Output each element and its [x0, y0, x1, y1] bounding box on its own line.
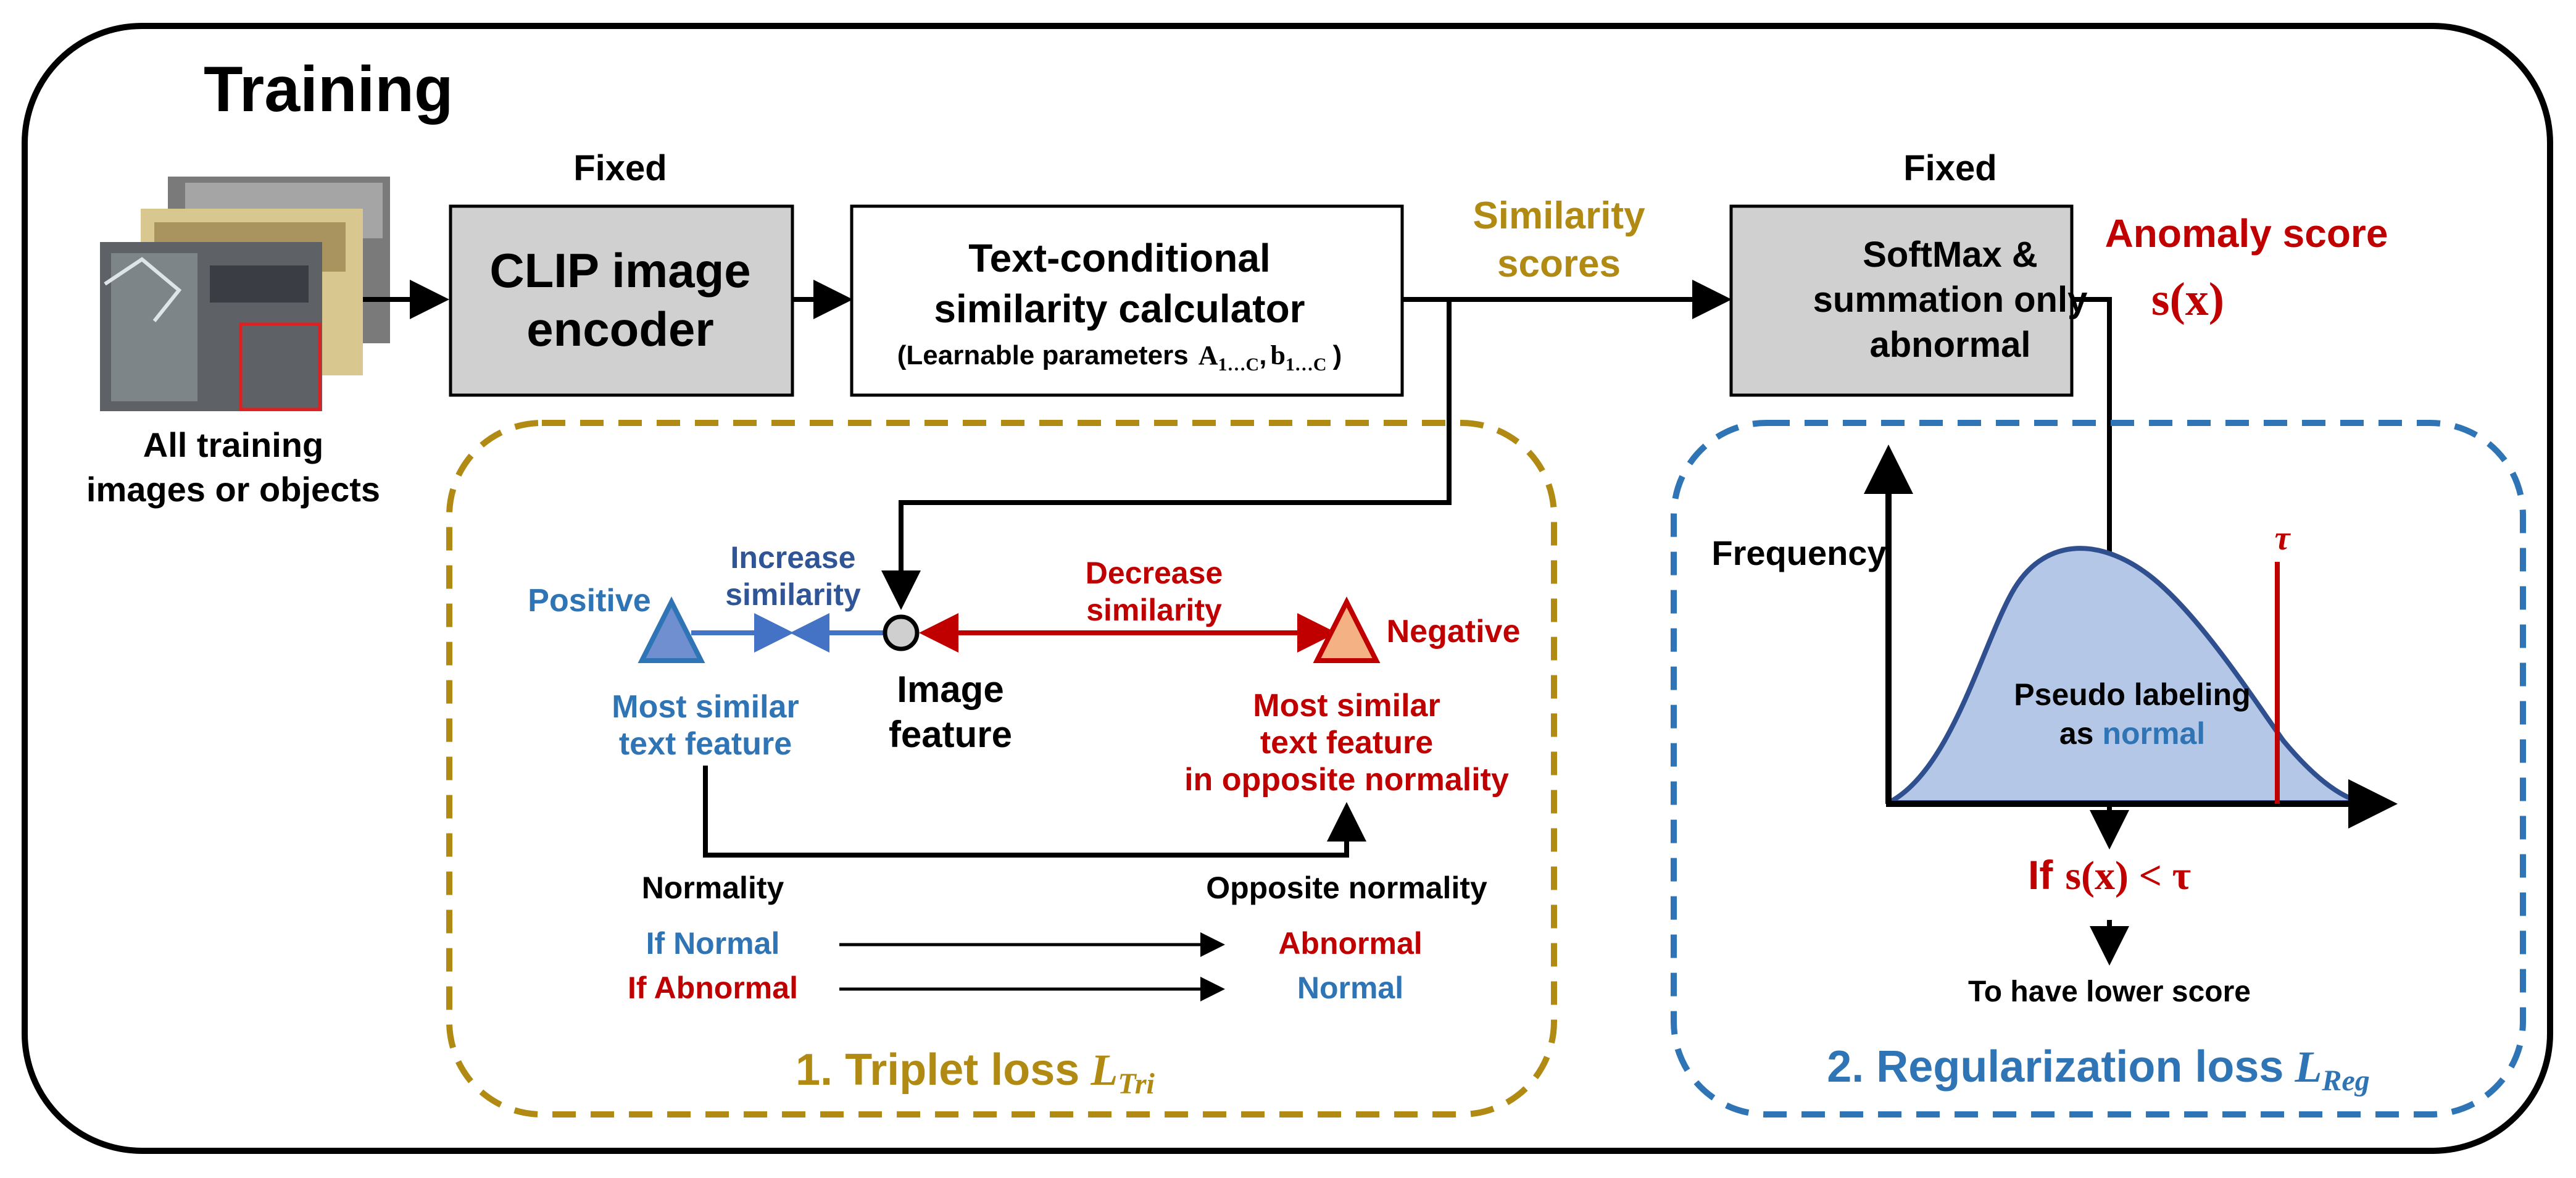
frequency-axis-label: Frequency: [1711, 533, 1886, 572]
similarity-scores-line2: scores: [1497, 243, 1621, 285]
training-images-stack: [100, 177, 390, 411]
diagram-title: Training: [204, 54, 453, 125]
decrease-similarity-line2: similarity: [1086, 593, 1222, 627]
softmax-label-line2: summation only: [1813, 280, 2088, 320]
increase-similarity-line2: similarity: [725, 577, 861, 612]
softmax-label-line1: SoftMax &: [1863, 235, 2038, 275]
softmax-summation-box: [1729, 204, 2074, 397]
input-label-line2: images or objects: [86, 470, 380, 509]
clip-image-encoder-box: [449, 204, 794, 397]
negative-text-feature-triangle: [1313, 596, 1381, 663]
pseudo-labeling-line1: Pseudo labeling: [2014, 677, 2250, 712]
row1-from: If Normal: [646, 926, 780, 961]
normality-header: Normality: [642, 871, 784, 905]
similarity-calculator-box: [850, 204, 1404, 397]
negative-label: Negative: [1387, 614, 1521, 650]
negative-desc-line1: Most similar: [1253, 688, 1440, 724]
tau-label: τ: [2275, 519, 2291, 558]
negative-desc-line2: text feature: [1260, 725, 1433, 761]
arrow-softmax-to-distribution: [2072, 297, 2129, 680]
calculator-label-line2: similarity calculator: [934, 286, 1305, 331]
row2-from: If Abnormal: [628, 971, 798, 1005]
clip-label-line2: encoder: [526, 302, 713, 356]
object-bounding-box: [239, 322, 322, 411]
similarity-scores-line1: Similarity: [1473, 194, 1645, 237]
calculator-label-line1: Text-conditional: [968, 236, 1270, 280]
score-distribution-curve: [1887, 546, 2370, 805]
normality-mapping-arrow: [703, 766, 1366, 858]
softmax-fixed-label: Fixed: [1903, 148, 1997, 188]
row1-to: Abnormal: [1278, 926, 1422, 961]
positive-label: Positive: [528, 583, 650, 619]
anomaly-score-symbol: s(x): [2151, 274, 2224, 325]
clip-label-line1: CLIP image: [489, 243, 750, 298]
positive-desc-line2: text feature: [619, 726, 792, 762]
decrease-similarity-line1: Decrease: [1086, 556, 1223, 590]
triplet-loss-panel: [446, 420, 1557, 1117]
increase-similarity-line1: Increase: [731, 540, 856, 575]
negative-desc-line3: in opposite normality: [1184, 762, 1509, 798]
softmax-label-line3: abnormal: [1869, 325, 2030, 365]
positive-text-feature-triangle: [638, 596, 705, 663]
input-label-line1: All training: [143, 425, 323, 464]
row2-to: Normal: [1297, 971, 1403, 1005]
positive-desc-line1: Most similar: [612, 689, 799, 725]
image-feature-line1: Image: [897, 669, 1003, 710]
image-feature-node: [883, 614, 920, 651]
arrow-scores-to-image-feature: [881, 299, 1452, 610]
clip-fixed-label: Fixed: [573, 148, 667, 188]
anomaly-score-label: Anomaly score: [2105, 211, 2388, 256]
image-feature-line2: feature: [889, 714, 1012, 755]
lower-score-label: To have lower score: [1968, 975, 2251, 1008]
opposite-normality-header: Opposite normality: [1206, 871, 1487, 905]
